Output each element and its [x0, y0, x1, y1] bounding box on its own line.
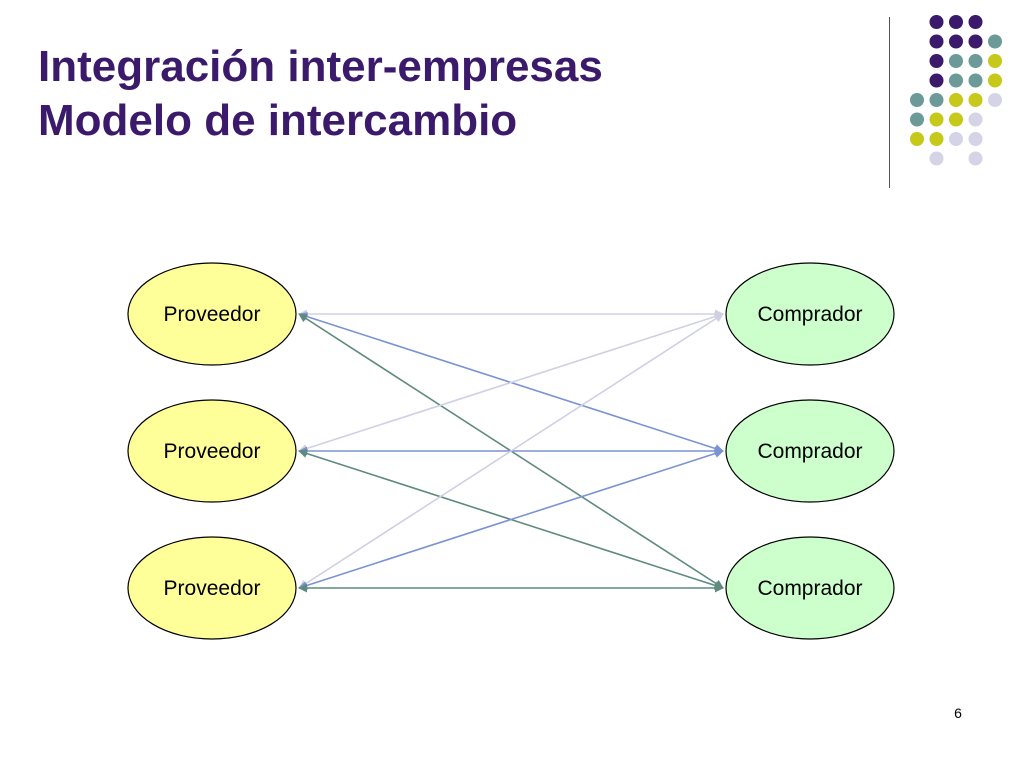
decorative-dot [968, 112, 983, 127]
provider-node-2-shape [127, 399, 297, 503]
title-line-1: Integración inter-empresas [38, 42, 603, 91]
provider-node-1-label: Proveedor [164, 303, 261, 326]
decorative-dot [929, 112, 944, 127]
decorative-dot [988, 93, 1002, 107]
decorative-dot [949, 73, 963, 88]
decorative-dot [949, 54, 963, 68]
provider-node-1: Proveedor [127, 262, 297, 366]
decorative-dot [968, 15, 983, 29]
decorative-dot [968, 34, 983, 49]
decorative-dot [949, 132, 963, 146]
buyer-node-2: Comprador [725, 399, 895, 503]
buyer-node-1-shape [725, 262, 895, 366]
buyer-node-3: Comprador [725, 536, 895, 640]
decorative-dot [929, 73, 944, 88]
decorative-dot [968, 73, 983, 88]
decorative-dot [949, 112, 963, 127]
decorative-dot [929, 151, 944, 166]
provider-node-1-shape [127, 262, 297, 366]
decorative-dot [929, 93, 944, 107]
provider-node-3-label: Proveedor [164, 577, 261, 600]
exchange-arrow-p3-c2 [298, 449, 724, 590]
decorative-divider [889, 17, 890, 188]
decorative-dot-grid [910, 15, 1002, 166]
provider-node-2: Proveedor [127, 399, 297, 503]
decorative-dot [949, 34, 963, 49]
decorative-dot [968, 54, 983, 68]
decorative-dot [968, 93, 983, 107]
page-number: 6 [954, 705, 962, 721]
decorative-dot [929, 34, 944, 49]
decorative-dot [968, 132, 983, 146]
decorative-dot [949, 93, 963, 107]
provider-node-3-shape [127, 536, 297, 640]
buyer-node-3-label: Comprador [757, 577, 862, 600]
edges-layer [298, 309, 724, 593]
decorative-dot [968, 151, 983, 166]
decorative-dot [988, 73, 1002, 88]
title-line-2: Modelo de intercambio [38, 96, 518, 145]
decorative-dot [929, 15, 944, 29]
buyer-node-1: Comprador [725, 262, 895, 366]
decorative-dot [988, 34, 1002, 49]
provider-node-3: Proveedor [127, 536, 297, 640]
decorative-dot [988, 54, 1002, 68]
decorative-dot [929, 54, 944, 68]
buyer-node-3-shape [725, 536, 895, 640]
decorative-dot [949, 15, 963, 29]
decorative-dot [910, 112, 924, 127]
slide-title: Integración inter-empresas Modelo de int… [38, 40, 603, 148]
provider-node-2-label: Proveedor [164, 440, 261, 463]
nodes-layer: ProveedorProveedorProveedorCompradorComp… [127, 262, 895, 640]
buyer-node-2-shape [725, 399, 895, 503]
decorative-dot [910, 132, 924, 146]
buyer-node-1-label: Comprador [757, 303, 862, 326]
decorative-dot [910, 93, 924, 107]
decorative-dot [929, 132, 944, 146]
buyer-node-2-label: Comprador [757, 440, 862, 463]
